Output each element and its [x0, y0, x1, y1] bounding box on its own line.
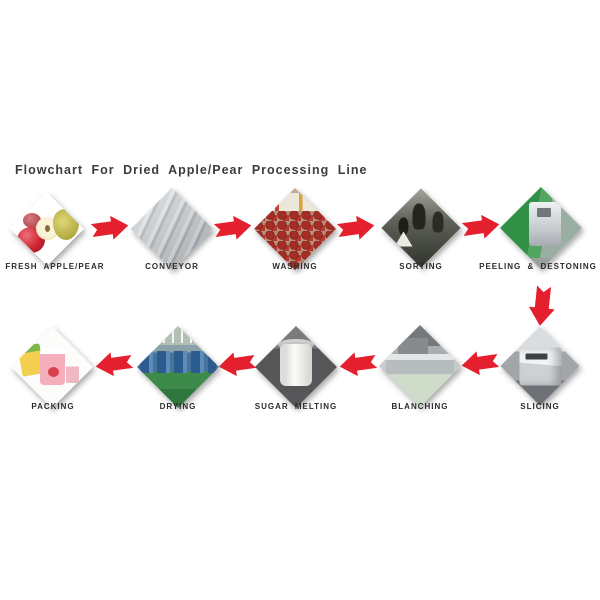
conveyor-photo-diamond [130, 187, 214, 271]
sorting-photo-diamond [381, 188, 461, 268]
packed-products-image [10, 325, 94, 409]
step-slicing [500, 326, 580, 406]
sorting-workers-image [381, 188, 461, 268]
sugar-melting-photo-diamond [254, 325, 338, 409]
tank-body-shape [280, 344, 312, 386]
pouch-apple-graphic-shape [48, 367, 59, 377]
small-pack-shape [66, 363, 79, 383]
drying-photo-diamond [136, 325, 220, 409]
step-conveyor [130, 187, 214, 271]
conveyor-equipment-image [130, 187, 214, 271]
packing-photo-diamond [10, 325, 94, 409]
drying-machines-shape [140, 351, 216, 373]
peeling-machine-image [499, 186, 583, 270]
flow-arrow-right-4 [461, 212, 502, 241]
step-packing [10, 325, 94, 409]
flow-arrow-left-2 [338, 349, 379, 378]
step-label-washing: WASHING [272, 262, 318, 271]
machine-body-shape [386, 354, 454, 374]
page-title: Flowchart For Dried Apple/Pear Processin… [15, 163, 368, 177]
step-blanching [378, 324, 462, 408]
fresh-apples-pears-image [10, 192, 84, 266]
worker-figure-shape [432, 211, 444, 233]
drying-workshop-image [136, 325, 220, 409]
flow-arrow-right-2 [213, 213, 254, 242]
washing-photo-diamond [253, 187, 337, 271]
flow-arrow-right-1 [90, 213, 131, 242]
blanching-line-image [378, 324, 462, 408]
machine-panel-shape [537, 208, 551, 217]
hood-shape [398, 338, 428, 354]
slicing-machine-image [500, 326, 580, 406]
ceiling-lights-shape [136, 327, 220, 343]
step-washing [253, 187, 337, 271]
flow-arrow-right-3 [336, 213, 377, 242]
step-label-conveyor: CONVEYOR [145, 262, 199, 271]
blanching-photo-diamond [378, 324, 462, 408]
slicing-photo-diamond [500, 326, 580, 406]
step-label-peeling-destoning: PEELING & DESTONING [479, 262, 597, 271]
machine-slot-shape [525, 353, 548, 360]
step-drying [136, 325, 220, 409]
fresh-apple-pear-photo-diamond [10, 192, 84, 266]
white-sign-shape [394, 231, 413, 247]
pear-shape [53, 209, 79, 240]
step-label-sugar-melting: SUGAR MELTING [254, 402, 338, 411]
step-label-drying: DRYING [159, 402, 197, 411]
step-label-packing: PACKING [31, 402, 75, 411]
flow-arrow-down [527, 283, 557, 329]
step-label-sorting: SORTING [399, 262, 443, 271]
step-peeling-destoning [499, 186, 583, 270]
peeling-destoning-photo-diamond [499, 186, 583, 270]
worker-figure-shape [412, 203, 426, 230]
flow-arrow-left-3 [217, 349, 258, 378]
step-label-fresh-apple-pear: FRESH APPLE/PEAR [5, 262, 105, 271]
flow-arrow-left-4 [94, 349, 135, 378]
apples-washing-image [253, 187, 337, 271]
step-label-blanching: BLANCHING [391, 402, 449, 411]
step-label-slicing: SLICING [520, 402, 560, 411]
washer-frame-shape [253, 193, 337, 211]
step-sorting [381, 188, 461, 268]
step-sugar-melting [254, 325, 338, 409]
flow-arrow-left-1 [460, 348, 501, 377]
sugar-melting-tank-image [254, 325, 338, 409]
step-fresh-apple-pear [10, 192, 84, 266]
